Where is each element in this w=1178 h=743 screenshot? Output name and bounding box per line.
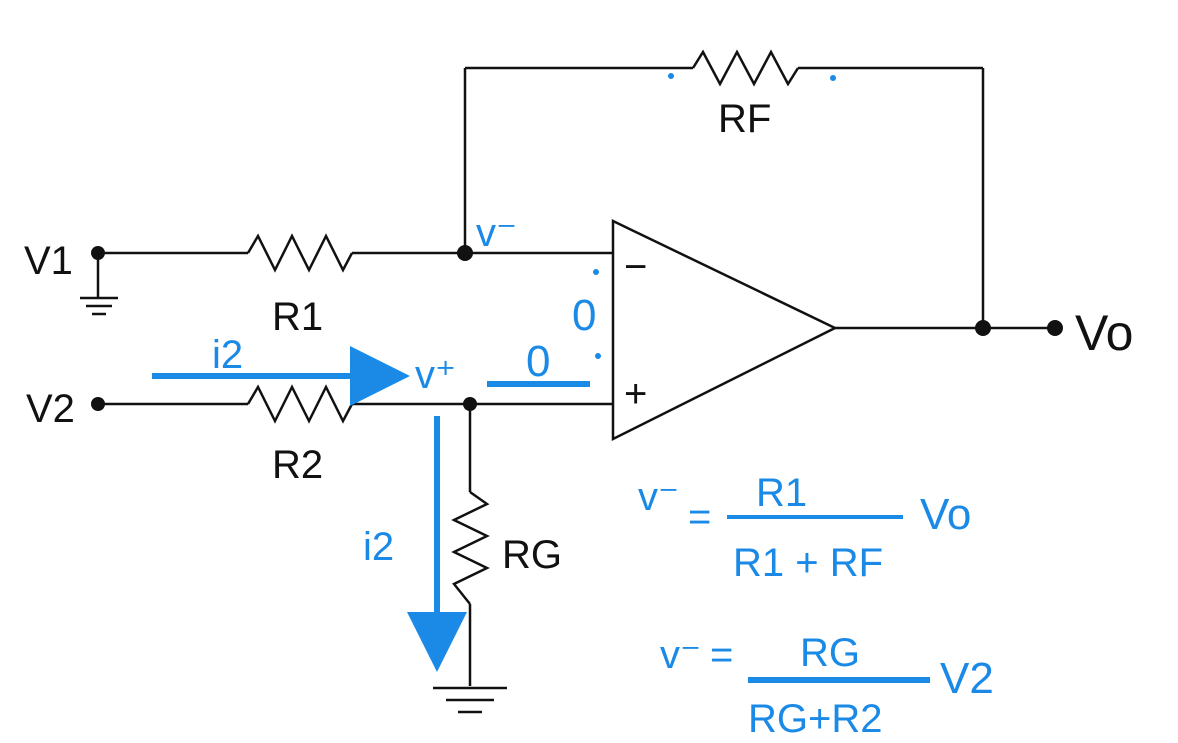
resistor-r1 [246, 233, 354, 273]
feedback-path [463, 49, 985, 328]
eq1-numerator: R1 [756, 471, 807, 515]
v1-branch [80, 233, 613, 316]
vo-label: Vo [1075, 305, 1133, 361]
rf-label: RF [718, 97, 771, 141]
inverting-input-sign: − [624, 245, 647, 289]
r1-label: R1 [272, 295, 323, 339]
v2-label: V2 [26, 387, 75, 431]
eq2-equals: = [710, 633, 733, 677]
eq1-equals: = [688, 495, 711, 539]
zero-current-label-left: 0 [526, 337, 550, 386]
r2-label: R2 [272, 443, 323, 487]
i2-horizontal-label: i2 [212, 333, 243, 377]
blue-dot [593, 269, 599, 275]
equation-1: v⁻ = R1 R1 + RF Vo [638, 471, 971, 585]
eq2-lhs: v⁻ [660, 633, 701, 677]
i2-vertical-label: i2 [363, 525, 394, 569]
v-plus-node-label: v⁺ [415, 353, 456, 397]
blue-dot [668, 73, 674, 79]
resistor-rf [691, 49, 800, 87]
eq1-lhs: v⁻ [638, 475, 679, 519]
v-minus-node-label: v⁻ [476, 211, 517, 255]
eq2-denominator: RG+R2 [748, 697, 883, 741]
eq2-rhs: V2 [940, 654, 994, 703]
ground-symbol-v1 [80, 296, 118, 316]
eq1-denominator: R1 + RF [733, 541, 883, 585]
ground-symbol-rg [433, 686, 507, 714]
equation-2: v⁻ = RG RG+R2 V2 [660, 631, 994, 741]
v1-label: V1 [24, 239, 73, 283]
resistor-r2 [246, 384, 354, 424]
junction-dots [91, 245, 1063, 411]
zero-current-label-top: 0 [572, 291, 596, 340]
blue-dot [595, 353, 601, 359]
v2-branch [98, 384, 613, 714]
op-amp-triangle [611, 219, 838, 442]
eq1-rhs: Vo [920, 490, 971, 539]
resistor-rg [451, 490, 490, 605]
rg-label: RG [502, 533, 562, 577]
eq2-numerator: RG [800, 631, 860, 675]
noninverting-input-sign: + [624, 372, 647, 416]
blue-dot [830, 75, 836, 81]
